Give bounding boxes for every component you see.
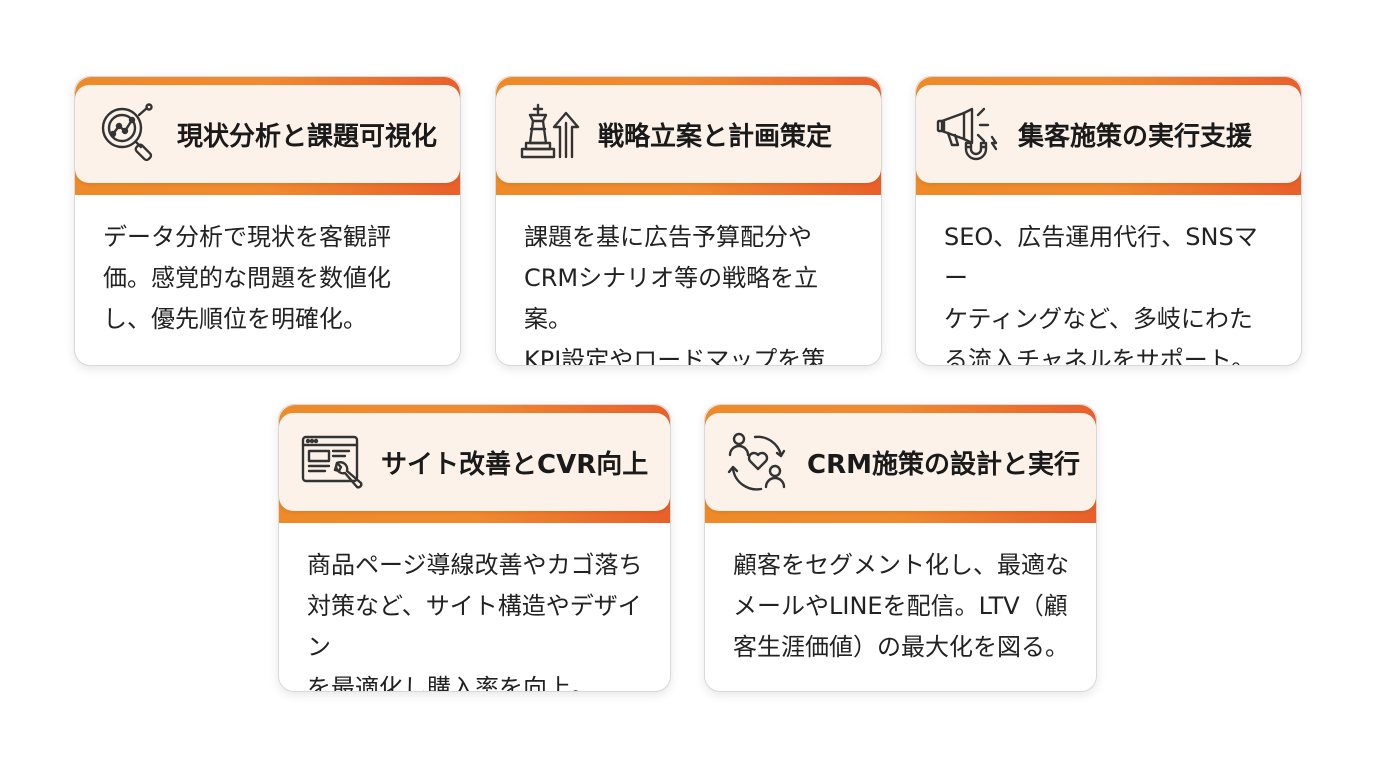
card-title: 戦略立案と計画策定 <box>598 121 833 152</box>
card-header-bar: CRM施策の設計と実行 <box>705 405 1096 523</box>
card-title: CRM施策の設計と実行 <box>807 449 1080 480</box>
chess-king-growth-icon <box>516 101 582 167</box>
service-card-analysis: 現状分析と課題可視化 データ分析で現状を客観評 価。感覚的な問題を数値化 し、優… <box>74 76 461 366</box>
card-title: サイト改善とCVR向上 <box>381 449 649 480</box>
card-description: 顧客をセグメント化し、最適な メールやLINEを配信。LTV（顧 客生涯価値）の… <box>733 551 1069 661</box>
card-header-bar: 現状分析と課題可視化 <box>75 77 460 195</box>
browser-wrench-icon <box>299 429 365 495</box>
card-description: SEO、広告運用代行、SNSマー ケティングなど、多岐にわた る流入チャネルをサ… <box>944 223 1258 366</box>
service-card-site-improvement: サイト改善とCVR向上 商品ページ導線改善やカゴ落ち 対策など、サイト構造やデザ… <box>278 404 671 692</box>
analytics-magnifier-icon <box>95 101 161 167</box>
card-title: 現状分析と課題可視化 <box>177 121 438 152</box>
card-header-bar: 集客施策の実行支援 <box>916 77 1301 195</box>
customer-cycle-heart-icon <box>725 429 791 495</box>
card-header: 戦略立案と計画策定 <box>496 85 881 183</box>
service-card-acquisition: 集客施策の実行支援 SEO、広告運用代行、SNSマー ケティングなど、多岐にわた… <box>915 76 1302 366</box>
card-description: 課題を基に広告予算配分や CRMシナリオ等の戦略を立案。 KPI設定やロードマッ… <box>524 223 826 366</box>
card-header: 集客施策の実行支援 <box>916 85 1301 183</box>
card-description: データ分析で現状を客観評 価。感覚的な問題を数値化 し、優先順位を明確化。 <box>103 223 391 333</box>
service-card-strategy: 戦略立案と計画策定 課題を基に広告予算配分や CRMシナリオ等の戦略を立案。 K… <box>495 76 882 366</box>
card-header: 現状分析と課題可視化 <box>75 85 460 183</box>
card-description: 商品ページ導線改善やカゴ落ち 対策など、サイト構造やデザイン を最適化し購入率を… <box>307 551 643 692</box>
card-title: 集客施策の実行支援 <box>1018 121 1253 152</box>
megaphone-magnet-icon <box>936 101 1002 167</box>
card-header: サイト改善とCVR向上 <box>279 413 670 511</box>
card-header-bar: サイト改善とCVR向上 <box>279 405 670 523</box>
card-header-bar: 戦略立案と計画策定 <box>496 77 881 195</box>
card-header: CRM施策の設計と実行 <box>705 413 1096 511</box>
service-card-crm: CRM施策の設計と実行 顧客をセグメント化し、最適な メールやLINEを配信。L… <box>704 404 1097 692</box>
